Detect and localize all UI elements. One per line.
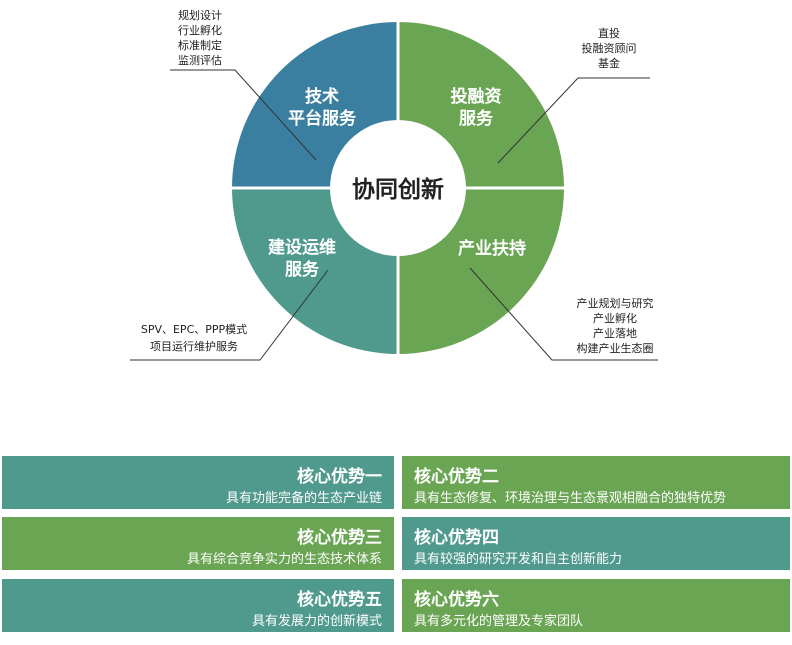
quadrant-ops-label-2: 服务 — [285, 259, 320, 280]
note-industry-4: 构建产业生态圈 — [577, 341, 654, 355]
note-tech-3: 标准制定 — [178, 38, 222, 52]
advantage-box-2: 核心优势二 具有生态修复、环境治理与生态景观相融合的独特优势 — [402, 456, 790, 509]
advantage-box-5: 核心优势五 具有发展力的创新模式 — [2, 579, 394, 632]
advantage-title-3: 核心优势三 — [297, 528, 382, 548]
advantage-desc-4: 具有较强的研究开发和自主创新能力 — [414, 552, 623, 567]
advantage-desc-5: 具有发展力的创新模式 — [251, 614, 382, 629]
note-ops-1: SPV、EPC、PPP模式 — [141, 323, 247, 336]
advantage-title-1: 核心优势一 — [297, 467, 382, 487]
note-industry-3: 产业落地 — [593, 326, 637, 340]
quadrant-finance-label-1: 投融资 — [451, 86, 502, 107]
note-industry-2: 产业孵化 — [593, 311, 637, 325]
advantage-box-6: 核心优势六 具有多元化的管理及专家团队 — [402, 579, 790, 632]
callout-line-industry — [469, 267, 658, 361]
callout-line-tech — [170, 69, 317, 161]
quadrant-ops-label-1: 建设运维 — [268, 237, 336, 258]
quadrant-finance-label-2: 服务 — [459, 108, 494, 129]
advantage-title-4: 核心优势四 — [414, 528, 499, 548]
advantage-desc-3: 具有综合竞争实力的生态技术体系 — [186, 552, 382, 567]
note-ops-2: 项目运行维护服务 — [150, 339, 238, 353]
advantage-box-3: 核心优势三 具有综合竞争实力的生态技术体系 — [2, 517, 394, 570]
note-tech-2: 行业孵化 — [178, 23, 222, 37]
advantage-box-4: 核心优势四 具有较强的研究开发和自主创新能力 — [402, 517, 790, 570]
advantage-title-5: 核心优势五 — [297, 590, 382, 610]
quadrant-tech-label-1: 技术 — [305, 86, 339, 107]
advantage-desc-6: 具有多元化的管理及专家团队 — [414, 614, 584, 629]
advantage-title-2: 核心优势二 — [414, 467, 499, 487]
note-finance-1: 直投 — [598, 26, 620, 40]
note-tech-1: 规划设计 — [178, 8, 222, 22]
note-industry-1: 产业规划与研究 — [577, 296, 654, 310]
quadrant-tech-label-2: 平台服务 — [288, 108, 357, 129]
note-tech-4: 监测评估 — [178, 54, 222, 67]
advantage-desc-2: 具有生态修复、环境治理与生态景观相融合的独特优势 — [414, 491, 727, 506]
center-label: 协同创新 — [352, 176, 444, 203]
cooperation-diagram: 协同创新 技术 平台服务 投融资 服务 产业扶持 建设运维 服务 规划设计 行业… — [130, 8, 658, 361]
advantage-title-6: 核心优势六 — [414, 590, 499, 610]
quadrant-industry-label: 产业扶持 — [458, 238, 526, 259]
callout-line-ops — [130, 269, 329, 361]
note-finance-3: 基金 — [598, 56, 620, 70]
center-circle — [330, 120, 466, 256]
note-finance-2: 投融资顾问 — [582, 41, 637, 55]
advantage-desc-1: 具有功能完备的生态产业链 — [225, 491, 382, 506]
callout-line-finance — [497, 77, 650, 164]
advantage-box-1: 核心优势一 具有功能完备的生态产业链 — [2, 456, 394, 509]
